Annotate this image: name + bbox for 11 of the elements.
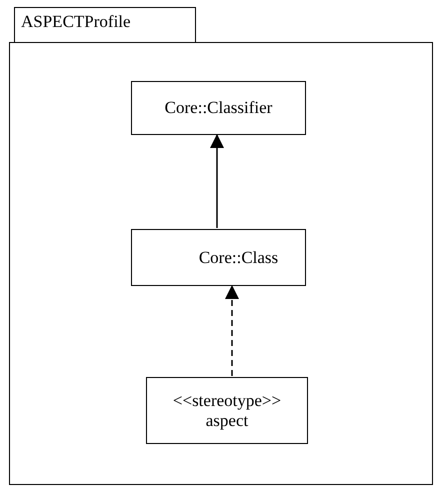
generalization-arrow [210,134,224,228]
package-name: ASPECTProfile [21,12,131,31]
class-name: <<stereotype>> [172,390,282,410]
class-name: Core::Classifier [164,98,272,118]
package-frame [9,42,433,485]
class-box [146,377,308,444]
class-name: Core::Class [198,248,278,268]
class-box [131,81,306,135]
class-name: aspect [206,410,248,430]
dependency-arrow [225,285,239,376]
class-box [131,229,306,286]
